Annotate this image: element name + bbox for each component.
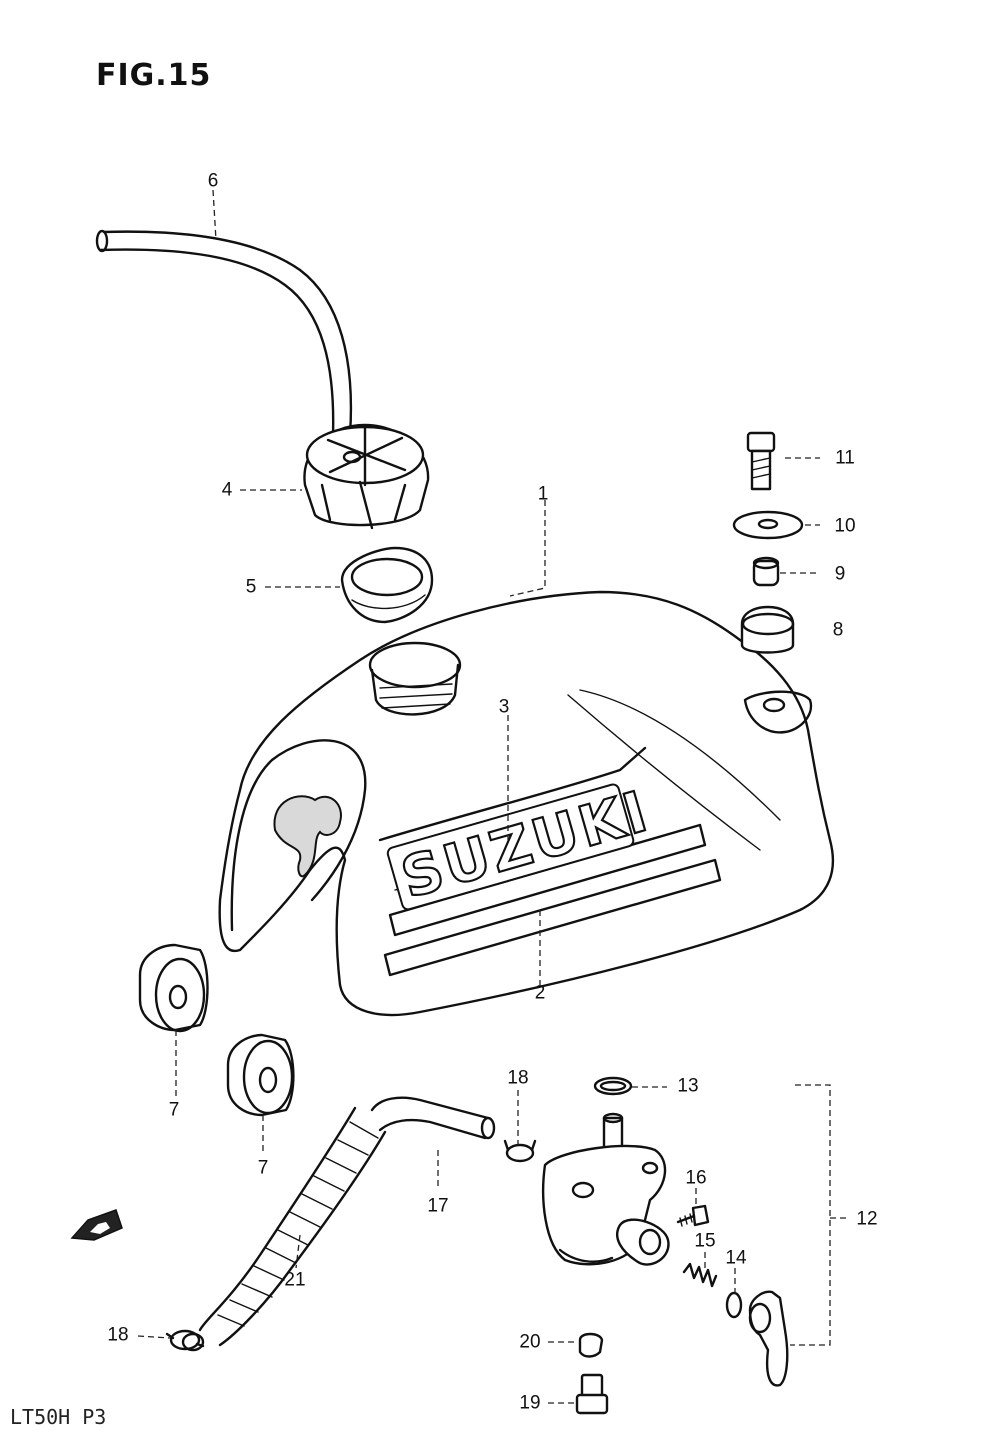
breather-hose xyxy=(95,229,353,437)
cap-gasket xyxy=(340,546,434,624)
callout-12: 12 xyxy=(856,1208,878,1230)
callout-13: 13 xyxy=(677,1075,699,1097)
fuel-hose xyxy=(181,1096,496,1352)
fuel-cap xyxy=(303,423,430,530)
washer xyxy=(732,510,804,540)
callout-18-lower: 18 xyxy=(107,1324,129,1346)
callout-16: 16 xyxy=(685,1167,707,1189)
cock-lever-o-ring xyxy=(725,1291,743,1319)
callout-21: 21 xyxy=(284,1269,306,1291)
callout-14: 14 xyxy=(725,1247,747,1269)
callout-9: 9 xyxy=(834,563,846,585)
callout-6: 6 xyxy=(207,170,219,192)
callout-8: 8 xyxy=(832,619,844,641)
tank-cushion-2 xyxy=(226,1033,295,1117)
hose-clip-upper xyxy=(503,1139,537,1163)
figure-footer-code: LT50H P3 xyxy=(10,1405,107,1429)
mount-grommet xyxy=(740,605,795,654)
tank-cushion-1 xyxy=(138,943,209,1033)
callout-17: 17 xyxy=(427,1195,449,1217)
figure-title: FIG.15 xyxy=(96,58,212,93)
cock-spring xyxy=(682,1262,718,1288)
hose-clip-lower xyxy=(165,1329,205,1351)
callout-2: 2 xyxy=(534,982,546,1004)
fuel-tank xyxy=(218,590,835,1017)
callout-11: 11 xyxy=(835,447,855,469)
fuel-cock xyxy=(542,1112,670,1266)
callout-7-lower: 7 xyxy=(257,1157,269,1179)
leader-lines xyxy=(137,189,850,1404)
callout-10: 10 xyxy=(834,515,856,537)
drain-bolt xyxy=(575,1373,609,1415)
callout-3: 3 xyxy=(498,696,510,718)
cock-screw xyxy=(676,1204,710,1227)
collar xyxy=(752,556,780,587)
mounting-bolt xyxy=(746,431,776,491)
callout-5: 5 xyxy=(245,576,257,598)
callout-7-upper: 7 xyxy=(168,1099,180,1121)
callout-18-upper: 18 xyxy=(507,1067,529,1089)
drain-washer xyxy=(578,1332,604,1358)
callout-20: 20 xyxy=(519,1331,541,1353)
callout-15: 15 xyxy=(694,1230,716,1252)
callout-1: 1 xyxy=(537,483,549,505)
o-ring xyxy=(593,1076,633,1096)
cock-lever xyxy=(748,1290,789,1387)
callout-4: 4 xyxy=(221,479,233,501)
callout-19: 19 xyxy=(519,1392,541,1414)
forward-arrow-icon xyxy=(70,1209,123,1241)
